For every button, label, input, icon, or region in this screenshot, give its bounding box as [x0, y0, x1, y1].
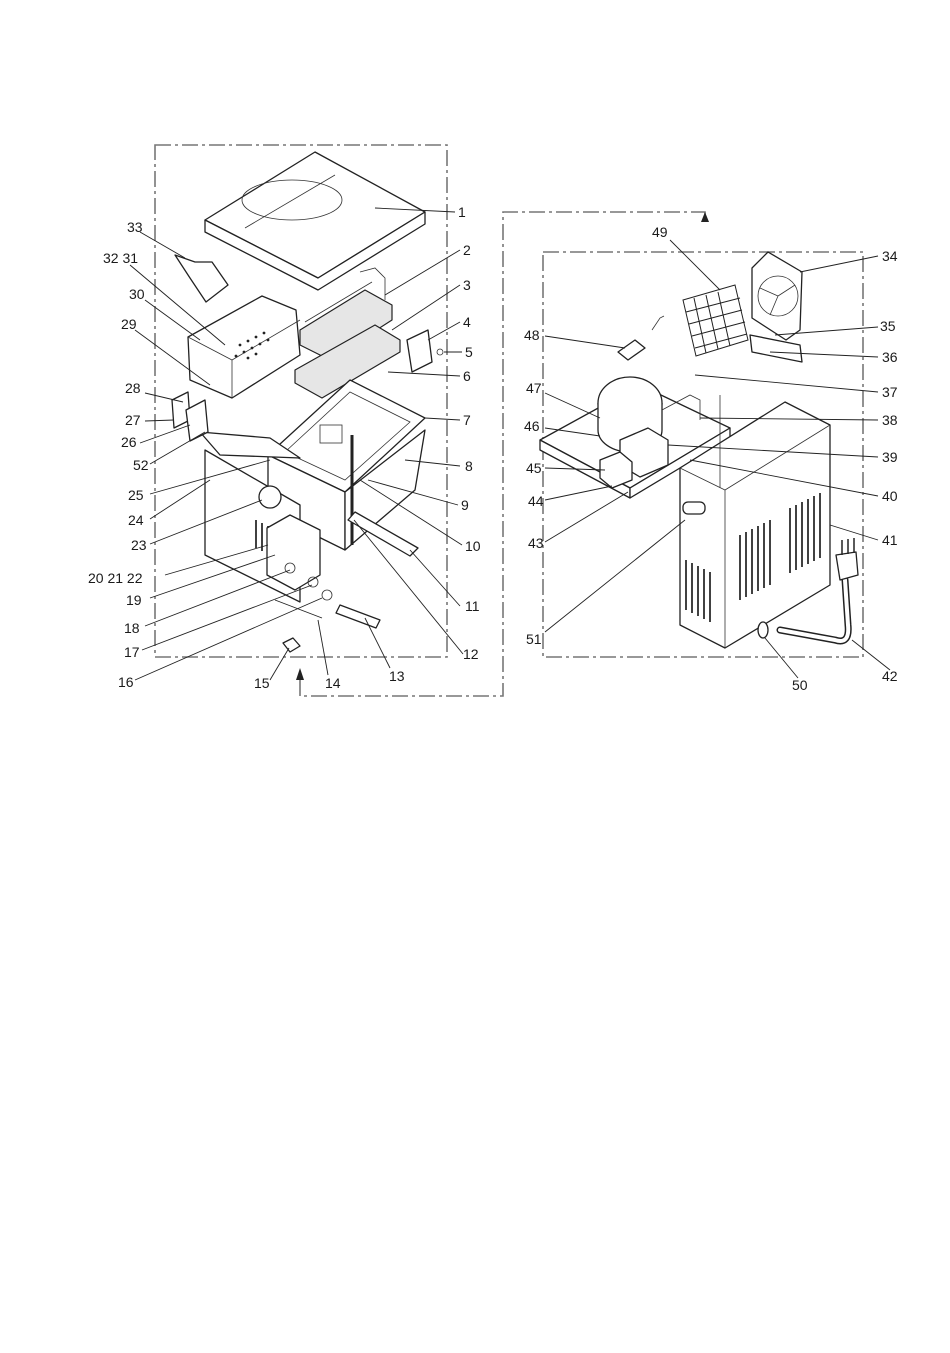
part-label: 51	[526, 631, 542, 647]
right-assembly	[540, 252, 858, 648]
part-label: 14	[325, 675, 341, 691]
switch-part	[683, 502, 705, 514]
part-label: 33	[127, 219, 143, 235]
connector-arrow-right	[701, 212, 709, 222]
part-label: 25	[128, 487, 144, 503]
part-label: 18	[124, 620, 140, 636]
part-label: 15	[254, 675, 270, 691]
part-label: 6	[463, 368, 471, 384]
left-assembly	[172, 152, 443, 652]
part-label: 32 31	[103, 250, 138, 266]
part-label: 49	[652, 224, 668, 240]
part-label: 24	[128, 512, 144, 528]
part-label: 29	[121, 316, 137, 332]
part-label: 45	[526, 460, 542, 476]
part-label: 48	[524, 327, 540, 343]
condenser-coil-part	[683, 285, 748, 356]
part-label: 30	[129, 286, 145, 302]
part-label: 12	[463, 646, 479, 662]
part-label: 19	[126, 592, 142, 608]
part-label: 4	[463, 314, 471, 330]
part-label: 52	[133, 457, 149, 473]
part-label: 9	[461, 497, 469, 513]
part-label: 47	[526, 380, 542, 396]
part-label: 37	[882, 384, 898, 400]
part-label: 34	[882, 248, 898, 264]
part-label: 27	[125, 412, 141, 428]
part-label: 35	[880, 318, 896, 334]
ice-scoop-part	[175, 255, 228, 302]
part-label: 40	[882, 488, 898, 504]
part-label: 11	[465, 598, 480, 614]
part-label: 39	[882, 449, 898, 465]
part-label: 20 21 22	[88, 570, 143, 586]
part-label: 36	[882, 349, 898, 365]
part-label: 44	[528, 493, 544, 509]
part-label: 10	[465, 538, 481, 554]
part-label: 13	[389, 668, 405, 684]
part-label: 1	[458, 204, 466, 220]
power-plug-part	[836, 552, 858, 580]
part-label: 46	[524, 418, 540, 434]
part-label: 16	[118, 674, 134, 690]
lid-part	[205, 152, 425, 278]
part-label: 43	[528, 535, 544, 551]
part-label: 50	[792, 677, 808, 693]
dryer-part	[618, 340, 645, 360]
part-label: 42	[882, 668, 898, 684]
part-label: 28	[125, 380, 141, 396]
part-label: 7	[463, 412, 471, 428]
part-label: 5	[465, 344, 473, 360]
part-label: 8	[465, 458, 473, 474]
part-label: 2	[463, 242, 471, 258]
part-label: 17	[124, 644, 140, 660]
ice-basket-part	[188, 296, 300, 398]
part-label: 41	[882, 532, 898, 548]
part-label: 38	[882, 412, 898, 428]
part-label: 26	[121, 434, 137, 450]
condenser-fan-part	[752, 252, 802, 340]
part-label: 3	[463, 277, 471, 293]
knob-part	[259, 486, 281, 508]
connector-arrow-left	[296, 668, 304, 680]
part-label: 23	[131, 537, 147, 553]
